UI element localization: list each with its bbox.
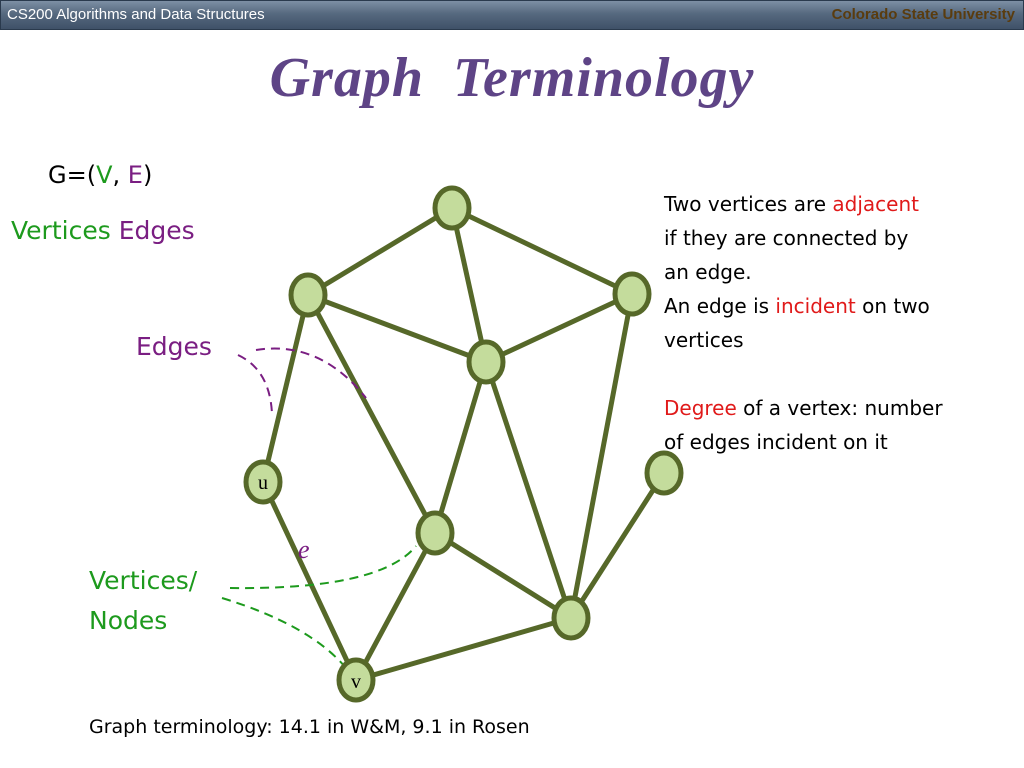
edge [305, 205, 455, 298]
def-v: V [96, 161, 113, 189]
explanation-line: Two vertices are adjacent [664, 187, 943, 221]
vertex [432, 185, 472, 231]
vertices-callout-line [221, 597, 347, 669]
explanation-line: vertices [664, 328, 744, 352]
edge-e-label: e [298, 535, 310, 564]
edges-callout-line [237, 354, 273, 415]
term-degree: Degree [664, 396, 737, 420]
def-e: E [127, 161, 143, 189]
edges-callout-label: Edges [136, 332, 212, 361]
header-bar: CS200 Algorithms and Data Structures Col… [0, 0, 1024, 30]
callout-lines [221, 347, 417, 669]
graph-definition: G=(V, E) [48, 161, 152, 189]
edge [353, 530, 438, 683]
edge [449, 205, 635, 297]
explanation-text: An edge is [664, 294, 776, 318]
edge [432, 530, 574, 621]
vertex-nodes [243, 185, 684, 703]
edge [449, 205, 489, 365]
vertex [466, 339, 506, 385]
def-suffix: ) [142, 161, 153, 189]
explanation-line: an edge. [664, 260, 752, 284]
edge [353, 615, 574, 683]
explanation-text: Two vertices are [664, 192, 833, 216]
def-prefix: G=( [48, 161, 97, 189]
edge [483, 359, 574, 621]
vertex [415, 510, 455, 556]
vertices-edges-legend: Vertices Edges [11, 216, 195, 245]
edge [305, 292, 489, 365]
edge [568, 291, 635, 621]
explanation-line: if they are connected by [664, 226, 909, 250]
vertex-u [243, 459, 283, 505]
vertices-callout-label-2: Nodes [89, 606, 168, 635]
legend-edges: Edges [118, 216, 195, 245]
vertices-callout-line [229, 545, 417, 590]
explanation-text: of a vertex: number [736, 396, 943, 420]
term-adjacent: adjacent [832, 192, 919, 216]
vertex [644, 450, 684, 496]
explanation-line: An edge is incident on two [664, 289, 943, 323]
edge [483, 291, 635, 365]
node-u-label: u [258, 472, 268, 494]
vertex-v [336, 657, 376, 703]
legend-vertices: Vertices [11, 216, 111, 245]
explanation-blank-line [664, 357, 943, 391]
slide-title: Graph Terminology [269, 47, 755, 109]
terminology-explanation: Two vertices are adjacent if they are co… [664, 187, 943, 459]
explanation-line: of edges incident on it [664, 430, 888, 454]
edge [432, 359, 489, 536]
edge [305, 292, 438, 536]
explanation-text: on two [855, 294, 930, 318]
edge [260, 292, 311, 485]
term-incident: incident [775, 294, 856, 318]
university-name: Colorado State University [831, 6, 1015, 23]
explanation-line: Degree of a vertex: number [664, 391, 943, 425]
footer-reference: Graph terminology: 14.1 in W&M, 9.1 in R… [89, 716, 530, 738]
edge [260, 479, 359, 683]
vertex [551, 595, 591, 641]
edge [568, 470, 667, 621]
def-comma: , [112, 161, 128, 189]
course-title: CS200 Algorithms and Data Structures [7, 6, 265, 23]
vertices-callout-label-1: Vertices/ [89, 566, 198, 595]
vertex [288, 272, 328, 318]
edges-callout-line [255, 347, 367, 399]
edge-lines [260, 205, 667, 683]
node-v-label: v [351, 671, 361, 693]
vertex [612, 271, 652, 317]
